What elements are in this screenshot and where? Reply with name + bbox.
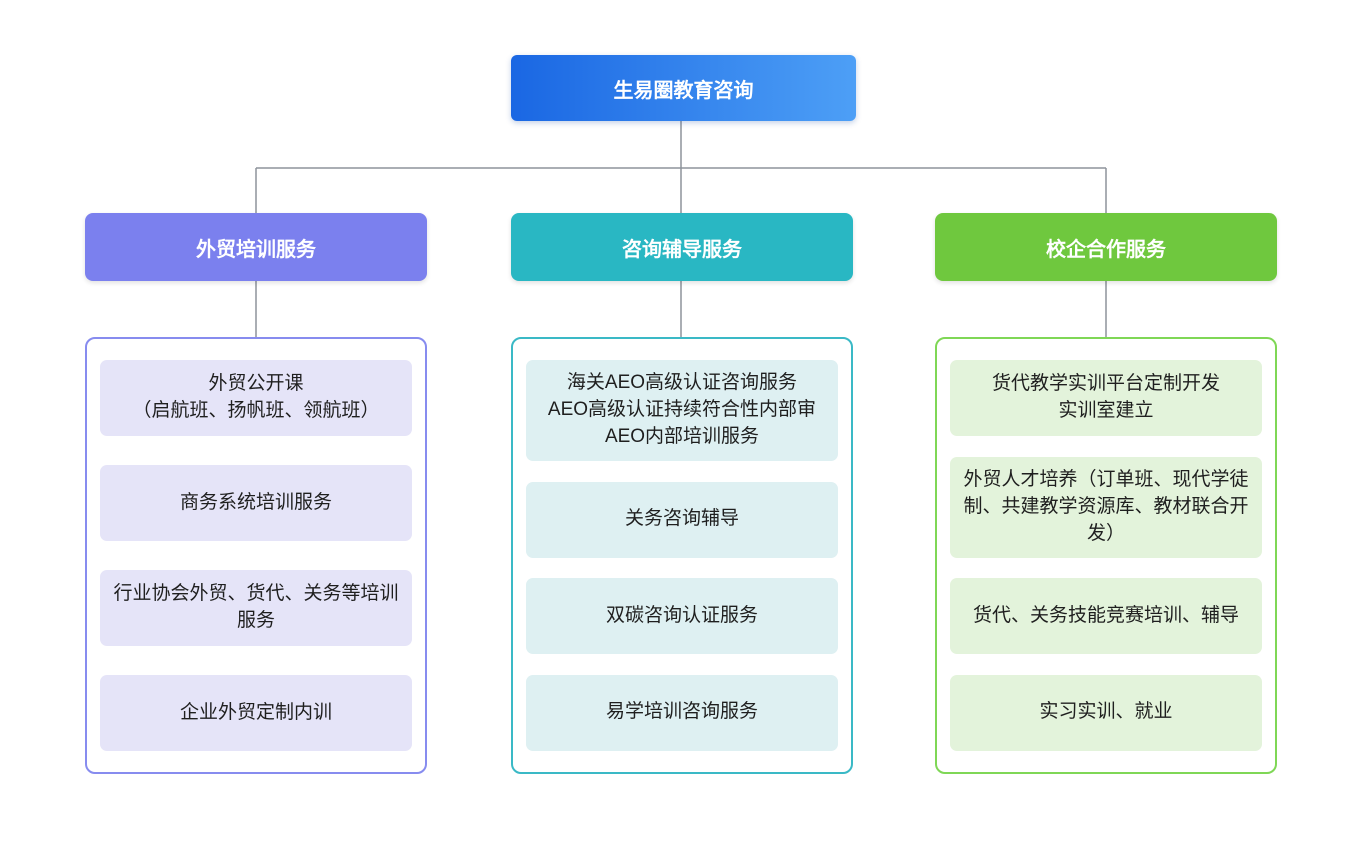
branch-panel-foreign-trade-training: 外贸公开课 （启航班、扬帆班、领航班） 商务系统培训服务 行业协会外贸、货代、关…: [85, 337, 427, 774]
service-item: 货代、关务技能竞赛培训、辅导: [950, 578, 1262, 655]
service-item-line: AEO高级认证持续符合性内部审: [547, 398, 817, 420]
service-item: 外贸人才培养（订单班、现代学徒制、共建教学资源库、教材联合开发）: [950, 456, 1262, 558]
root-node: 生易圈教育咨询: [511, 55, 856, 121]
service-item-line: 外贸公开课: [208, 373, 304, 395]
service-item-line: 关务咨询辅导: [624, 508, 739, 530]
service-item-line: 实训室建立: [1058, 400, 1154, 421]
service-item-line: 行业协会外贸、货代、关务等培训服务: [113, 583, 399, 631]
service-item-line: 货代教学实训平台定制开发: [991, 373, 1220, 395]
service-item-line: （启航班、扬帆班、领航班）: [132, 400, 380, 421]
branch-header-label: 校企合作服务: [1046, 238, 1166, 261]
branch-header-consulting-coaching: 咨询辅导服务: [511, 213, 853, 281]
branch-header-label: 咨询辅导服务: [622, 238, 742, 261]
service-item-line: 货代、关务技能竞赛培训、辅导: [972, 604, 1239, 626]
service-item-line: 企业外贸定制内训: [179, 701, 332, 723]
branch-header-foreign-trade-training: 外贸培训服务: [85, 213, 427, 281]
service-item-line: 双碳咨询认证服务: [605, 604, 758, 626]
root-node-label: 生易圈教育咨询: [613, 79, 754, 102]
branch-panel-consulting-coaching: 海关AEO高级认证咨询服务 AEO高级认证持续符合性内部审 AEO内部培训服务 …: [511, 337, 853, 774]
service-item: 关务咨询辅导: [526, 481, 838, 558]
service-item: 实习实训、就业: [950, 674, 1262, 751]
service-item-line: 外贸人才培养（订单班、现代学徒制、共建教学资源库、教材联合开发）: [963, 468, 1249, 544]
service-item-line: 易学培训咨询服务: [605, 701, 758, 723]
service-item: 企业外贸定制内训: [100, 675, 412, 751]
service-item: 外贸公开课 （启航班、扬帆班、领航班）: [100, 360, 412, 436]
service-item-line: 商务系统培训服务: [179, 491, 332, 513]
service-item: 易学培训咨询服务: [526, 674, 838, 751]
service-item-line: 海关AEO高级认证咨询服务: [566, 372, 798, 393]
branch-panel-school-enterprise-cooperation: 货代教学实训平台定制开发 实训室建立 外贸人才培养（订单班、现代学徒制、共建教学…: [935, 337, 1277, 774]
service-item: 海关AEO高级认证咨询服务 AEO高级认证持续符合性内部审 AEO内部培训服务: [526, 360, 838, 461]
service-item-line: 实习实训、就业: [1039, 701, 1173, 723]
service-item: 货代教学实训平台定制开发 实训室建立: [950, 360, 1262, 436]
branch-header-school-enterprise-cooperation: 校企合作服务: [935, 213, 1277, 281]
service-item-line: AEO内部培训服务: [604, 425, 760, 447]
service-item: 行业协会外贸、货代、关务等培训服务: [100, 570, 412, 646]
branch-header-label: 外贸培训服务: [196, 238, 316, 261]
service-item: 商务系统培训服务: [100, 465, 412, 541]
service-item: 双碳咨询认证服务: [526, 578, 838, 655]
